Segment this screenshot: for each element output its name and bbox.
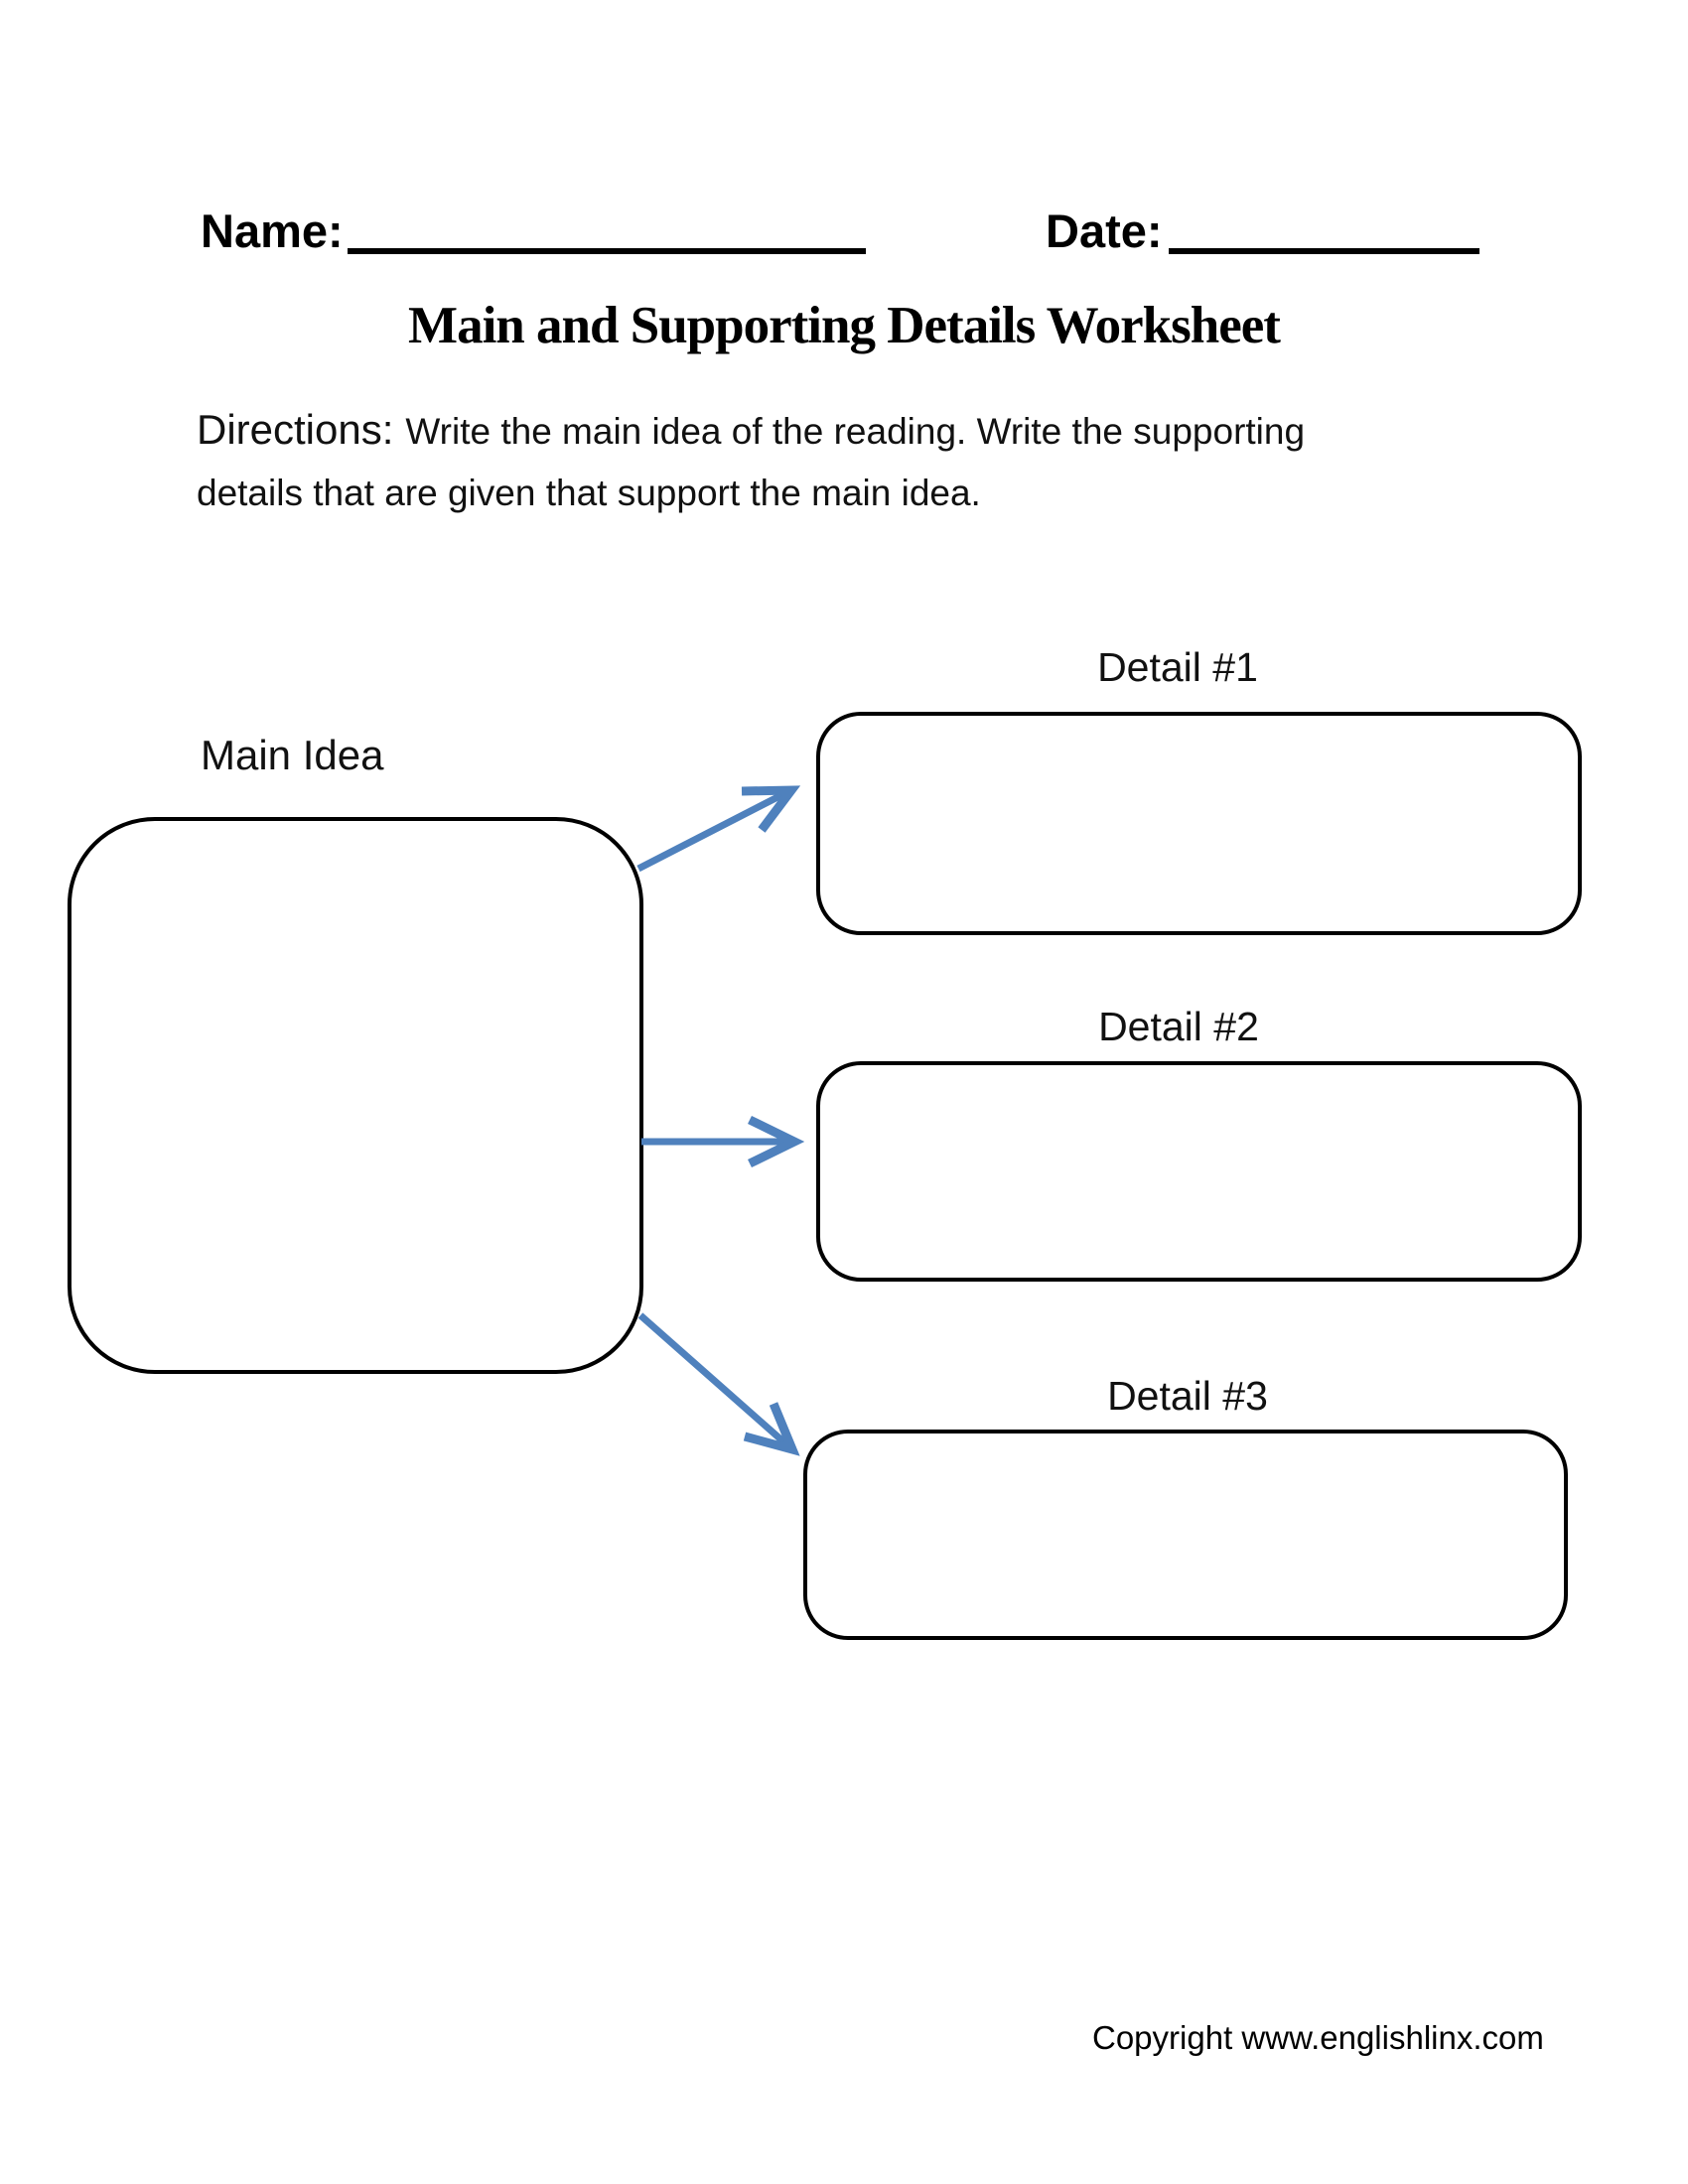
main-idea-label: Main Idea bbox=[201, 732, 384, 778]
detail-2-label: Detail #2 bbox=[1098, 1004, 1259, 1049]
directions-line-2: details that are given that support the … bbox=[197, 473, 981, 513]
arrow-to-detail-3 bbox=[637, 1312, 800, 1456]
copyright-text: Copyright www.englishlinx.com bbox=[1092, 2019, 1544, 2056]
date-label: Date: bbox=[1046, 205, 1163, 257]
date-blank-underline bbox=[1169, 248, 1479, 254]
arrowhead-1-icon bbox=[741, 785, 801, 833]
directions-line-1: Directions: Write the main idea of the re… bbox=[197, 399, 1487, 463]
directions-lead: Directions: bbox=[197, 406, 394, 453]
detail-3-label: Detail #3 bbox=[1107, 1373, 1268, 1419]
detail-1-label: Detail #1 bbox=[1097, 644, 1258, 690]
arrowhead-2-icon bbox=[748, 1115, 805, 1168]
name-blank-underline bbox=[348, 248, 866, 254]
detail-2-box bbox=[816, 1061, 1582, 1282]
main-idea-box bbox=[68, 817, 643, 1374]
arrow-to-detail-2 bbox=[641, 1115, 805, 1168]
directions-line-1-rest: Write the main idea of the reading. Writ… bbox=[405, 411, 1306, 452]
detail-3-box bbox=[803, 1430, 1568, 1640]
arrowhead-3-icon bbox=[743, 1402, 800, 1456]
arrow-to-detail-1 bbox=[636, 785, 801, 873]
detail-1-box bbox=[816, 712, 1582, 935]
directions-text: Directions: Write the main idea of the re… bbox=[197, 399, 1487, 524]
name-label: Name: bbox=[201, 205, 344, 257]
page-title: Main and Supporting Details Worksheet bbox=[408, 297, 1281, 354]
